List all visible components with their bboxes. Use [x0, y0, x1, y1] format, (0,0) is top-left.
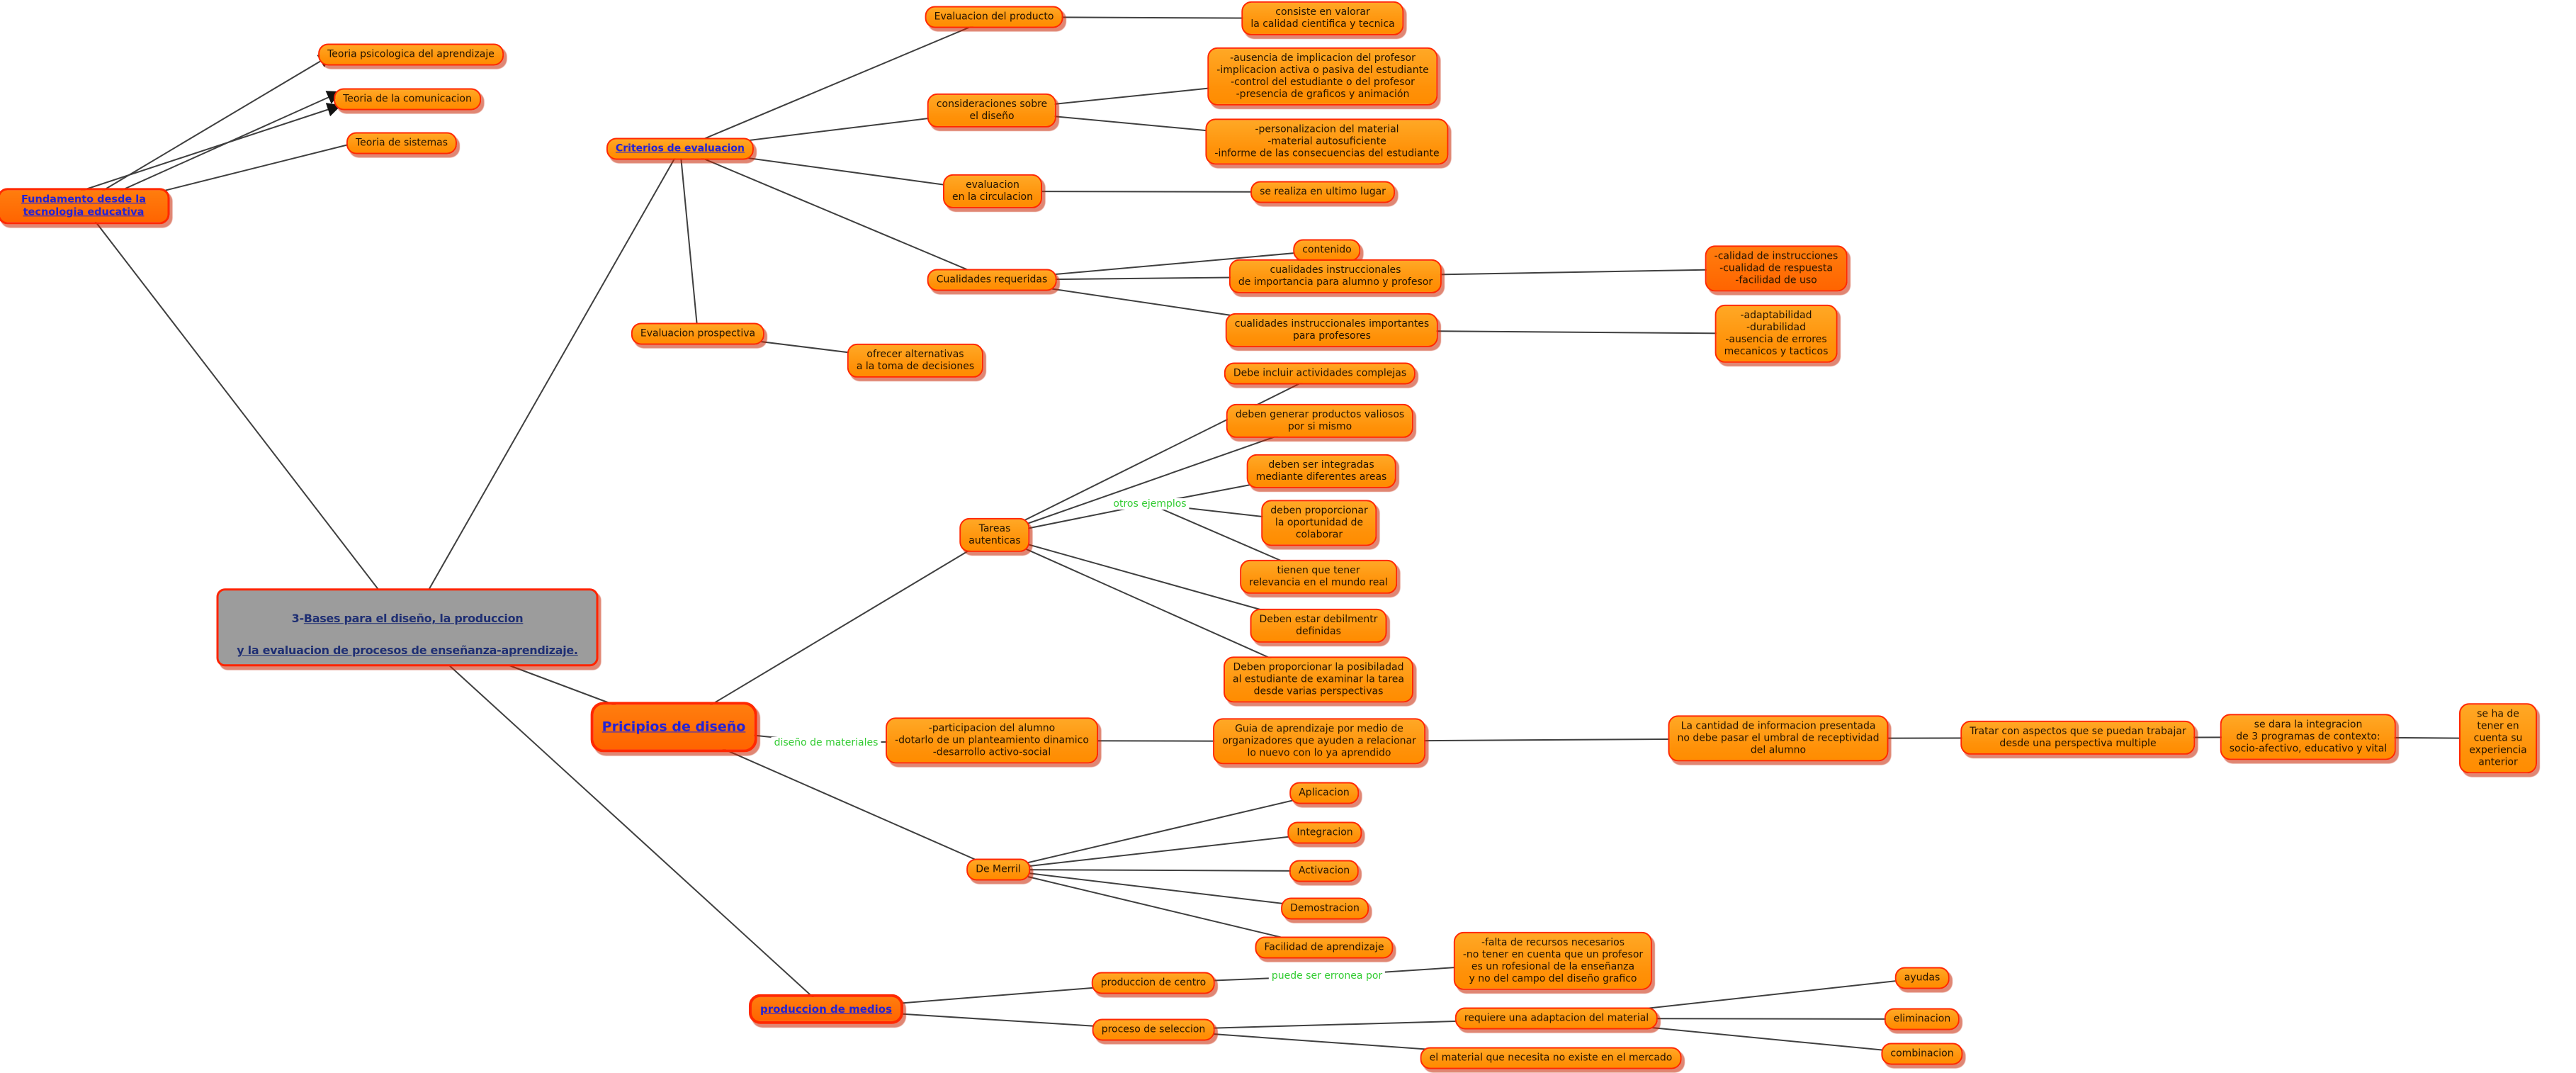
title-line1: Bases para el diseño, la produccion [303, 612, 524, 626]
node-adaptabilidad[interactable]: -adaptabilidad -durabilidad -ausencia de… [1714, 304, 1838, 364]
node-evaluacion-circulacion[interactable]: evaluacion en la circulacion [943, 174, 1042, 209]
node-tratar-aspectos[interactable]: Tratar con aspectos que se puedan trabaj… [1960, 720, 2196, 755]
edge-label-diseno-de-materiales[interactable]: diseño de materiales [771, 737, 881, 748]
node-de-merril[interactable]: De Merril [966, 858, 1030, 881]
node-eliminacion[interactable]: eliminacion [1884, 1008, 1960, 1030]
node-consideraciones-diseno[interactable]: consideraciones sobre el diseño [927, 93, 1057, 128]
node-central-title[interactable]: 3-Bases para el diseño, la produccion y … [216, 588, 599, 666]
edge-label-otros-ejemplos[interactable]: otros ejemplos [1110, 498, 1190, 510]
node-facilidad-aprendizaje[interactable]: Facilidad de aprendizaje [1255, 936, 1394, 959]
node-debe-incluir-actividades[interactable]: Debe incluir actividades complejas [1224, 362, 1416, 385]
node-criterios-de-evaluacion[interactable]: Criterios de evaluacion [606, 137, 755, 160]
node-teoria-sistemas[interactable]: Teoria de sistemas [346, 132, 458, 155]
node-principios-de-diseno[interactable]: Pricipios de diseño [590, 702, 757, 753]
node-produccion-de-centro[interactable]: produccion de centro [1091, 972, 1216, 994]
node-consiste-en-valorar[interactable]: consiste en valorar la calidad cientific… [1241, 1, 1404, 36]
node-oportunidad-colaborar[interactable]: deben proporcionar la oportunidad de col… [1261, 500, 1377, 546]
node-debilmente-definidas[interactable]: Deben estar debilmentr definidas [1250, 608, 1387, 644]
node-integracion-programas[interactable]: se dara la integracion de 3 programas de… [2220, 714, 2397, 760]
node-falta-de-recursos[interactable]: -falta de recursos necesarios -no tener … [1453, 931, 1653, 991]
node-teoria-comunicacion[interactable]: Teoria de la comunicacion [334, 88, 481, 111]
node-fundamento[interactable]: Fundamento desde la tecnologia educativa [0, 188, 170, 225]
node-integracion[interactable]: Integracion [1287, 821, 1362, 844]
node-deben-ser-integradas[interactable]: deben ser integradas mediante diferentes… [1246, 454, 1396, 489]
node-personalizacion-lista[interactable]: -personalizacion del material -material … [1205, 118, 1449, 165]
node-cualidades-requeridas[interactable]: Cualidades requeridas [927, 269, 1057, 291]
node-produccion-de-medios[interactable]: produccion de medios [748, 994, 904, 1025]
node-evaluacion-prospectiva[interactable]: Evaluacion prospectiva [631, 322, 765, 345]
node-tareas-autenticas[interactable]: Tareas autenticas [959, 517, 1030, 553]
node-combinacion[interactable]: combinacion [1881, 1043, 1963, 1065]
node-ofrecer-alternativas[interactable]: ofrecer alternativas a la toma de decisi… [847, 343, 984, 378]
node-implicacion-lista[interactable]: -ausencia de implicacion del profesor -i… [1207, 47, 1438, 106]
node-examinar-perspectivas[interactable]: Deben proporcionar la posibiladad al est… [1224, 656, 1413, 703]
title-prefix: 3- [291, 612, 304, 626]
node-calidad-instrucciones[interactable]: -calidad de instrucciones -cualidad de r… [1705, 245, 1848, 292]
node-evaluacion-del-producto[interactable]: Evaluacion del producto [925, 6, 1063, 28]
node-se-realiza-ultimo-lugar[interactable]: se realiza en ultimo lugar [1250, 181, 1395, 203]
node-cualidades-profesores[interactable]: cualidades instruccionales importantes p… [1225, 313, 1439, 348]
node-demostracion[interactable]: Demostracion [1281, 897, 1369, 920]
node-cantidad-informacion[interactable]: La cantidad de informacion presentada no… [1668, 715, 1889, 762]
node-deben-generar-productos[interactable]: deben generar productos valiosos por si … [1226, 403, 1414, 439]
node-relevancia-mundo-real[interactable]: tienen que tener relevancia en el mundo … [1240, 559, 1397, 595]
node-cualidades-alumno-profesor[interactable]: cualidades instruccionales de importanci… [1228, 259, 1442, 294]
node-experiencia-anterior[interactable]: se ha de tener en cuenta su experiencia … [2459, 703, 2537, 774]
title-line2: y la evaluacion de procesos de enseñanza… [237, 644, 578, 658]
node-ayudas[interactable]: ayudas [1894, 967, 1950, 989]
node-material-no-existe[interactable]: el material que necesita no existe en el… [1420, 1047, 1682, 1069]
node-contenido[interactable]: contenido [1293, 239, 1361, 262]
node-participacion-alumno[interactable]: -participacion del alumno -dotarlo de un… [886, 717, 1098, 764]
node-guia-de-aprendizaje[interactable]: Guia de aprendizaje por medio de organiz… [1213, 718, 1425, 765]
node-requiere-adaptacion[interactable]: requiere una adaptacion del material [1454, 1007, 1659, 1030]
node-aplicacion[interactable]: Aplicacion [1289, 782, 1359, 804]
node-activacion[interactable]: Activacion [1289, 860, 1360, 882]
edge-label-puede-ser-erronea[interactable]: puede ser erronea por [1268, 970, 1386, 982]
node-teoria-psicologica[interactable]: Teoria psicologica del aprendizaje [318, 43, 504, 66]
node-proceso-de-seleccion[interactable]: proceso de seleccion [1092, 1018, 1215, 1041]
